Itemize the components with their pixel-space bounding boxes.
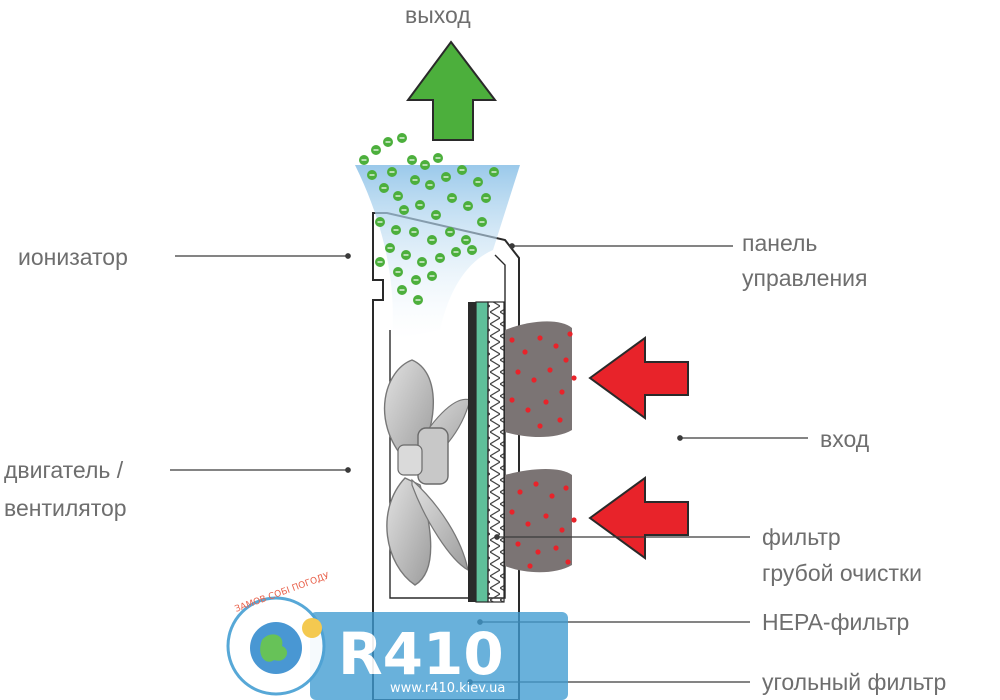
dust-particle xyxy=(537,335,543,341)
dust-particle xyxy=(537,423,543,429)
carbon-filter xyxy=(468,302,476,602)
dust-particle xyxy=(517,489,523,495)
hepa-filter xyxy=(475,301,489,603)
dust-particles xyxy=(509,331,577,569)
dust-particle xyxy=(563,357,569,363)
input-arrow-lower xyxy=(588,476,689,560)
dust-particle xyxy=(522,349,528,355)
dust-particle xyxy=(543,513,549,519)
dust-particle xyxy=(525,521,531,527)
output-label: выход xyxy=(405,2,471,28)
dust-particle xyxy=(553,545,559,551)
dust-particle xyxy=(533,481,539,487)
dust-particle xyxy=(549,493,555,499)
output-arrow xyxy=(406,40,498,141)
dust-particle xyxy=(553,343,559,349)
watermark-url: www.r410.kiev.ua xyxy=(390,681,505,696)
dust-particle xyxy=(509,509,515,515)
dust-particle xyxy=(557,417,563,423)
dust-particle xyxy=(509,397,515,403)
ion-particles xyxy=(359,133,499,305)
control-panel-label-line2: управления xyxy=(742,265,868,291)
dust-block-upper xyxy=(505,321,572,437)
prefilter-label-line2: грубой очистки xyxy=(762,560,922,586)
carbon-filter-label: угольный фильтр xyxy=(762,669,947,695)
dust-particle xyxy=(567,331,573,337)
input-arrow-upper xyxy=(588,336,689,420)
dust-particle xyxy=(547,367,553,373)
dust-particle xyxy=(543,399,549,405)
watermark-logo: R410 xyxy=(338,620,504,688)
dust-particle xyxy=(531,377,537,383)
dust-particle xyxy=(571,375,577,381)
dust-particle xyxy=(525,407,531,413)
prefilter-frame xyxy=(487,301,505,603)
dust-particle xyxy=(527,563,533,569)
dust-particle xyxy=(535,549,541,555)
input-label: вход xyxy=(820,426,870,452)
dust-particle xyxy=(515,369,521,375)
motor-fan-label-line2: вентилятор xyxy=(4,495,127,521)
dust-particle xyxy=(563,485,569,491)
prefilter-label-line1: фильтр xyxy=(762,524,841,550)
dust-particle xyxy=(559,527,565,533)
dust-particle xyxy=(509,337,515,343)
dust-particle xyxy=(515,541,521,547)
hepa-filter-label: HEPA-фильтр xyxy=(762,609,910,635)
ionizer-label: ионизатор xyxy=(18,244,128,270)
dust-particle xyxy=(571,517,577,523)
fan xyxy=(383,359,471,586)
dust-particle xyxy=(559,389,565,395)
control-panel-label-line1: панель xyxy=(742,230,818,256)
motor-fan-label-line1: двигатель / xyxy=(4,457,124,483)
dust-particle xyxy=(565,559,571,565)
air-stream xyxy=(355,165,520,340)
